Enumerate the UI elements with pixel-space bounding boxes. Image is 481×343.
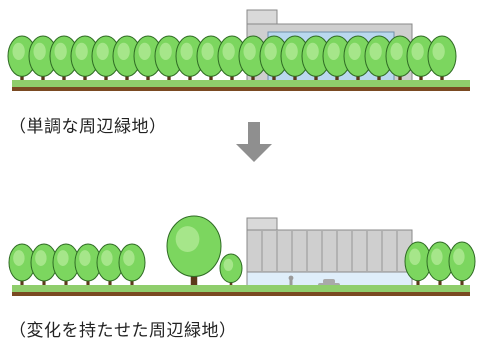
tree-icon bbox=[70, 35, 100, 84]
tree-icon bbox=[133, 35, 163, 84]
tree-icon bbox=[154, 35, 184, 84]
tree-icon bbox=[175, 35, 205, 84]
tree-icon bbox=[52, 243, 80, 288]
tree-icon bbox=[343, 35, 373, 84]
tree-icon bbox=[196, 35, 226, 84]
tree-icon bbox=[238, 35, 268, 84]
tree-icon bbox=[49, 35, 79, 84]
caption-before: （単調な周辺緑地） bbox=[9, 117, 167, 137]
tree-icon bbox=[364, 35, 394, 84]
ground-soil bbox=[12, 292, 470, 296]
tree-icon bbox=[112, 35, 142, 84]
tree-icon bbox=[427, 35, 457, 84]
facade-lines bbox=[261, 231, 398, 271]
tree-icon bbox=[219, 253, 243, 288]
person-icon bbox=[288, 275, 294, 287]
tree-row-after bbox=[8, 215, 476, 288]
tree-icon bbox=[118, 243, 146, 288]
tree-icon bbox=[74, 243, 102, 288]
scene-before bbox=[7, 9, 470, 91]
tree-icon bbox=[30, 243, 58, 288]
tree-icon bbox=[406, 35, 436, 84]
tree-row-before bbox=[7, 35, 457, 84]
tree-icon bbox=[166, 215, 222, 288]
building-after bbox=[246, 217, 413, 291]
ground-after bbox=[12, 285, 470, 296]
tree-icon bbox=[96, 243, 124, 288]
down-arrow-icon bbox=[236, 122, 272, 162]
tree-icon bbox=[404, 241, 432, 288]
tree-icon bbox=[259, 35, 289, 84]
ground-grass bbox=[12, 80, 470, 88]
ground-before bbox=[12, 80, 470, 91]
tree-icon bbox=[91, 35, 121, 84]
scene-after bbox=[8, 215, 476, 296]
tree-icon bbox=[448, 241, 476, 288]
tree-icon bbox=[7, 35, 37, 84]
tree-icon bbox=[8, 243, 36, 288]
caption-after: （変化を持たせた周辺緑地） bbox=[9, 321, 237, 341]
tree-icon bbox=[322, 35, 352, 84]
ground-soil bbox=[12, 87, 470, 91]
tree-icon bbox=[28, 35, 58, 84]
ground-grass bbox=[12, 285, 470, 293]
